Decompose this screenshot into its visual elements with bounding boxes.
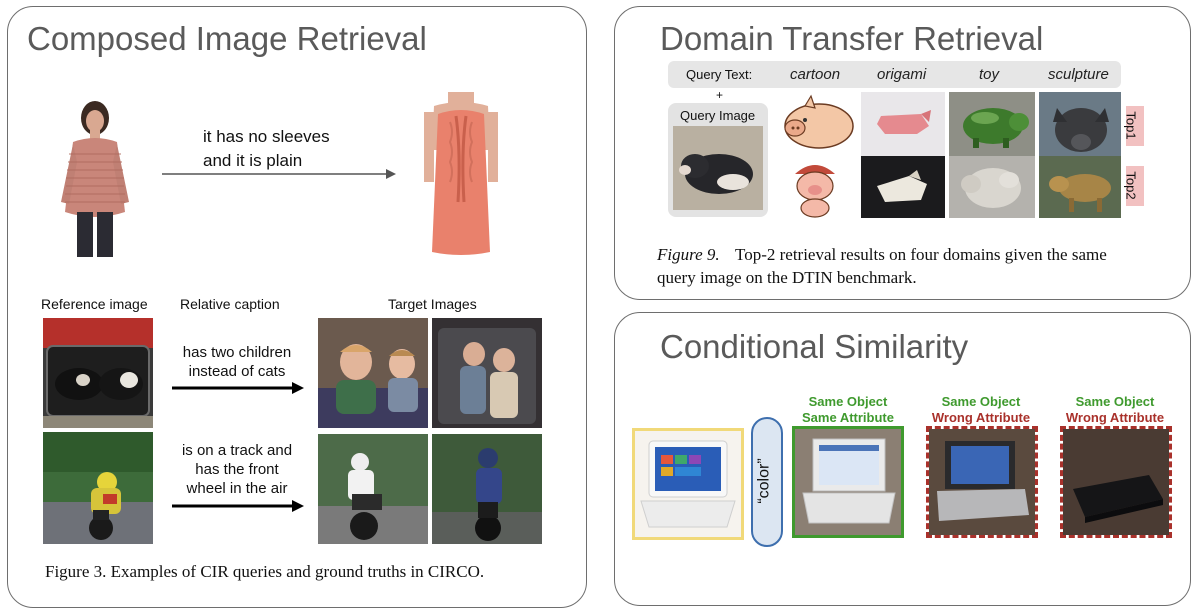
row2-caption-line2: has the front bbox=[195, 461, 279, 478]
row2-caption-line1: is on a track and bbox=[181, 442, 293, 459]
row1-arrow bbox=[172, 382, 304, 394]
dtr-figure-caption-line2: query image on the DTIN benchmark. bbox=[657, 268, 917, 287]
domain-sculpture: sculpture bbox=[1048, 66, 1109, 83]
condition-capsule bbox=[751, 417, 783, 547]
cs-label-3-line2: Wrong Attribute bbox=[1056, 409, 1174, 427]
sculpture-pig-top2 bbox=[1039, 156, 1121, 218]
query-text-bar bbox=[668, 61, 1121, 88]
cs-label-1-top: Same Object bbox=[808, 394, 888, 409]
target-children-image-1 bbox=[318, 318, 428, 428]
top2-tag bbox=[1126, 166, 1144, 206]
dtr-figure-label: Figure 9. bbox=[657, 245, 720, 264]
laptop-wrong-attribute-image-1 bbox=[926, 426, 1038, 538]
col-header-relative: Relative caption bbox=[180, 296, 280, 312]
cs-label-2-line1: Same Object bbox=[922, 393, 1040, 411]
cir-figure-caption: Figure 3. Examples of CIR queries and gr… bbox=[45, 562, 485, 581]
laptop-same-attribute-image bbox=[792, 426, 904, 538]
target-children-image-2 bbox=[432, 318, 542, 428]
origami-pig-top2 bbox=[861, 156, 945, 218]
domain-toy: toy bbox=[979, 66, 1000, 83]
cs-label-3-line1: Same Object bbox=[1056, 393, 1174, 411]
target-motorbike-image-1 bbox=[318, 434, 428, 544]
reference-shirt-image bbox=[55, 92, 135, 257]
dtr-title: Domain Transfer Retrieval bbox=[660, 20, 1044, 57]
row2-caption-line3: wheel in the air bbox=[186, 480, 288, 497]
target-motorbike-image-2 bbox=[432, 434, 542, 544]
plus-sign: + bbox=[716, 88, 724, 102]
target-shirt-image bbox=[420, 92, 502, 257]
row1-caption-line1: has two children bbox=[182, 344, 292, 361]
cs-label-3-bottom: Wrong Attribute bbox=[1065, 410, 1165, 425]
col-header-target: Target Images bbox=[388, 296, 477, 312]
cs-label-3-top: Same Object bbox=[1075, 394, 1155, 409]
query-text-label: Query Text: bbox=[686, 67, 753, 82]
row1-caption-line2: instead of cats bbox=[188, 363, 286, 380]
condition-label: “color” bbox=[755, 458, 773, 504]
cs-label-2-top: Same Object bbox=[941, 394, 1021, 409]
toy-pig-top1 bbox=[949, 92, 1035, 156]
cs-label-1-line2: Same Attribute bbox=[792, 409, 904, 427]
cartoon-pig-top2 bbox=[775, 156, 857, 218]
reference-motorbike-image bbox=[43, 432, 153, 544]
top-caption-line2: and it is plain bbox=[203, 151, 303, 170]
sculpture-pig-top1 bbox=[1039, 92, 1121, 156]
top1-tag bbox=[1126, 106, 1144, 146]
top-arrow bbox=[162, 169, 396, 179]
col-header-reference: Reference image bbox=[41, 296, 148, 312]
domain-origami: origami bbox=[877, 66, 927, 83]
query-laptop-image bbox=[632, 428, 744, 540]
laptop-wrong-attribute-image-2 bbox=[1060, 426, 1172, 538]
toy-pig-top2 bbox=[949, 156, 1035, 218]
query-pig-photo bbox=[673, 126, 763, 210]
dtr-figure-caption-line1: Top-2 retrieval results on four domains … bbox=[735, 245, 1107, 264]
query-image-label: Query Image bbox=[680, 108, 756, 123]
top1-label: Top1 bbox=[1123, 111, 1139, 140]
top2-label: Top2 bbox=[1123, 171, 1139, 200]
cs-label-1-line1: Same Object bbox=[792, 393, 904, 411]
cs-label-2-line2: Wrong Attribute bbox=[922, 409, 1040, 427]
cs-label-2-bottom: Wrong Attribute bbox=[931, 410, 1031, 425]
row2-arrow bbox=[172, 500, 304, 512]
cs-label-1-bottom: Same Attribute bbox=[802, 410, 894, 425]
reference-cats-image bbox=[43, 318, 153, 428]
cartoon-pig-top1 bbox=[775, 92, 857, 156]
top-caption-line1: it has no sleeves bbox=[203, 127, 330, 146]
origami-pig-top1 bbox=[861, 92, 945, 156]
cir-title: Composed Image Retrieval bbox=[27, 20, 427, 57]
domain-cartoon: cartoon bbox=[790, 66, 841, 83]
cs-title: Conditional Similarity bbox=[660, 328, 969, 365]
